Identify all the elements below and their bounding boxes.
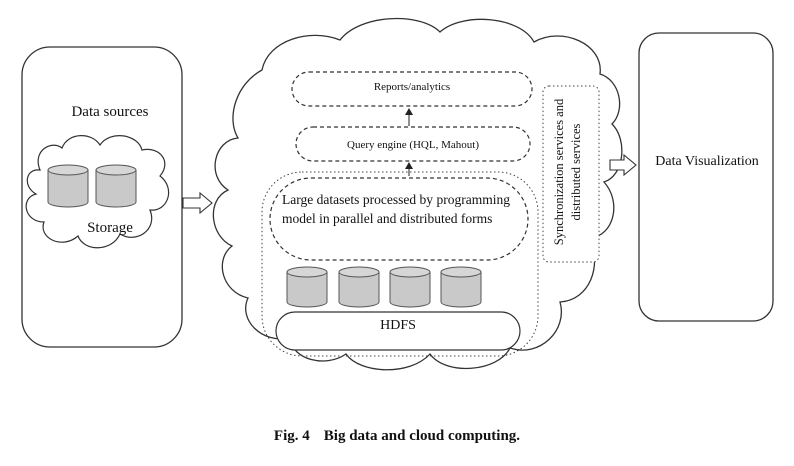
reports-ellipse	[291, 71, 533, 107]
visualization-title: Data Visualization	[655, 154, 759, 169]
arrow-cloud-to-visualization	[609, 153, 637, 177]
processing-label: Large datasets processed by programming …	[282, 192, 510, 226]
figure-caption: Fig. 4 Big data and cloud computing.	[0, 428, 794, 445]
hdfs-ellipse	[275, 311, 521, 351]
arrow-query-to-reports	[405, 108, 413, 126]
query-engine-label: Query engine (HQL, Mahout)	[347, 139, 479, 151]
figure-number: Fig. 4	[273, 428, 310, 444]
cloud-cylinder-4	[440, 266, 482, 308]
cloud-cylinder-1	[286, 266, 328, 308]
arrow-processing-to-query	[405, 162, 413, 176]
figure-caption-text: Big data and cloud computing.	[323, 428, 521, 444]
arrow-sources-to-cloud	[182, 191, 213, 215]
query-engine-ellipse	[295, 126, 531, 162]
storage-cylinder-1	[47, 164, 89, 208]
hdfs-label: HDFS	[380, 318, 416, 333]
processing-ellipse	[269, 177, 529, 261]
storage-label: Storage	[87, 220, 133, 236]
reports-label: Reports/analytics	[373, 81, 451, 93]
processing-container	[261, 171, 539, 357]
data-sources-title: Data sources	[71, 104, 149, 120]
sync-services-label: Synchronization services and distributed…	[552, 98, 583, 246]
sync-services-box	[542, 85, 600, 263]
visualization-box	[638, 32, 774, 322]
cloud-cylinder-3	[389, 266, 431, 308]
cloud-cylinder-2	[338, 266, 380, 308]
storage-cylinder-2	[95, 164, 137, 208]
